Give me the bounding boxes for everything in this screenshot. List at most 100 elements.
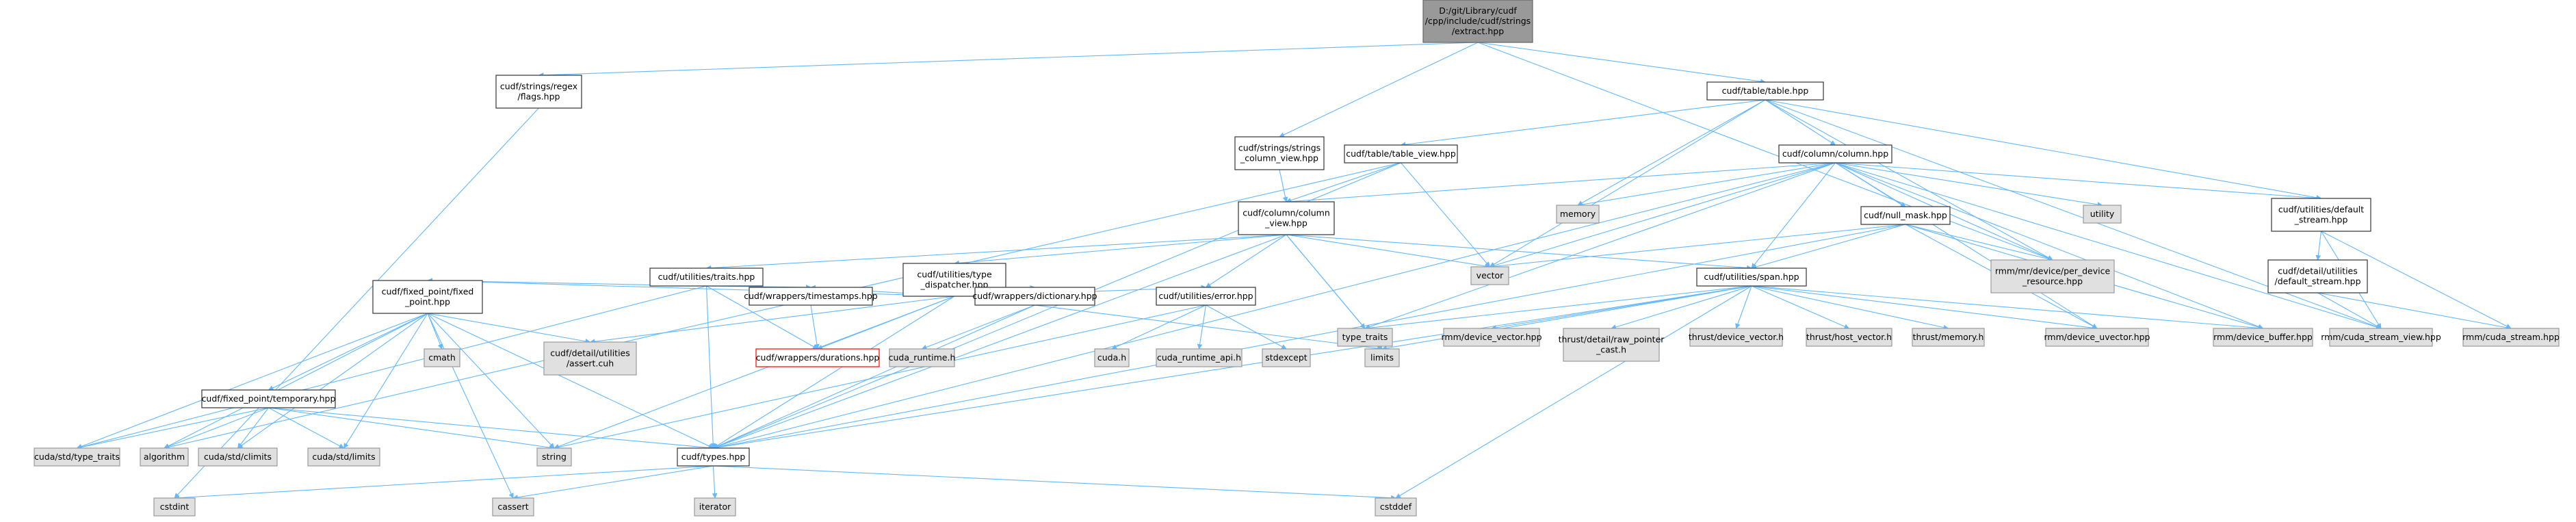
node-label: /extract.hpp	[1452, 26, 1504, 36]
node-strings-column-view[interactable]: cudf/strings/strings_column_view.hpp	[1234, 136, 1325, 170]
node-label: /flags.hpp	[518, 92, 560, 102]
node-cuda-std-climits: cuda/std/climits	[198, 447, 278, 467]
node-label: cassert	[497, 501, 528, 512]
edge-column-to-memory	[1577, 162, 1836, 207]
edge-types-to-cstddef	[713, 465, 1396, 501]
node-box	[1706, 81, 1824, 101]
node-span[interactable]: cudf/utilities/span.hpp	[1696, 267, 1807, 287]
edge-temporary-to-string	[268, 407, 555, 450]
edge-column-to-vector	[1489, 162, 1836, 268]
edge-temporary-to-cuda_std_type_traits	[76, 407, 269, 450]
node-box	[424, 348, 460, 367]
node-error[interactable]: cudf/utilities/error.hpp	[1156, 287, 1256, 306]
edge-type_dispatcher-to-string	[554, 296, 955, 449]
node-box	[1422, 0, 1533, 43]
node-column[interactable]: cudf/column/column.hpp	[1778, 144, 1892, 164]
edge-column_view-to-traits	[705, 234, 1287, 271]
node-box	[34, 447, 120, 467]
node-box	[1443, 328, 1540, 347]
node-label: /cpp/include/cudf/strings	[1425, 16, 1531, 26]
node-label: cudf/utilities/span.hpp	[1704, 272, 1799, 282]
edge-column_view-to-vector	[1286, 234, 1491, 269]
edge-type_dispatcher-to-assert_cuh	[589, 296, 955, 344]
node-cuda-stream: rmm/cuda_stream.hpp	[2462, 328, 2560, 347]
node-label: rmm/device_buffer.hpp	[2213, 332, 2313, 342]
node-box	[1344, 144, 1458, 164]
edge-table-to-vector	[1489, 99, 1766, 267]
node-regex-flags[interactable]: cudf/strings/regex/flags.hpp	[495, 75, 582, 109]
node-cuda-stream-view: rmm/cuda_stream_view.hpp	[2321, 328, 2441, 347]
node-label: vector	[1476, 270, 1505, 280]
node-label: _stream.hpp	[2294, 215, 2348, 225]
node-label: limits	[1370, 352, 1394, 363]
node-fixed-point[interactable]: cudf/fixed_point/fixed_point.hpp	[372, 280, 483, 314]
node-cstddef: cstddef	[1375, 497, 1417, 517]
node-label: rmm/cuda_stream_view.hpp	[2321, 332, 2441, 342]
node-temporary[interactable]: cudf/fixed_point/temporary.hpp	[201, 389, 336, 408]
node-timestamps[interactable]: cudf/wrappers/timestamps.hpp	[744, 287, 878, 306]
node-vector: vector	[1470, 266, 1509, 285]
edge-table_view-to-vector	[1401, 162, 1491, 267]
node-box	[140, 447, 189, 467]
node-label: iterator	[699, 501, 731, 512]
node-table[interactable]: cudf/table/table.hpp	[1706, 81, 1824, 101]
node-dictionary[interactable]: cudf/wrappers/dictionary.hpp	[972, 287, 1097, 306]
node-null-mask[interactable]: cudf/null_mask.hpp	[1860, 206, 1951, 225]
edge-default_stream-to-detail_default_stream	[2315, 231, 2322, 261]
node-label: cstddef	[1380, 501, 1412, 512]
node-box	[1156, 287, 1256, 306]
node-box	[1262, 348, 1311, 367]
edge-fixed_point-to-cassert	[427, 313, 514, 499]
node-label: rmm/mr/device/per_device	[1995, 266, 2111, 276]
edge-column-to-device_uvector	[1835, 162, 2098, 329]
node-box	[974, 287, 1095, 306]
node-default-stream[interactable]: cudf/utilities/default_stream.hpp	[2271, 198, 2371, 232]
node-box	[1696, 267, 1807, 287]
node-utility: utility	[2083, 205, 2122, 224]
edge-dictionary-to-limits	[1035, 304, 1383, 351]
node-column-view[interactable]: cudf/column/column_view.hpp	[1238, 201, 1335, 235]
edge-table-to-default_stream	[1765, 99, 2322, 200]
node-traits[interactable]: cudf/utilities/traits.hpp	[649, 267, 764, 287]
node-detail-default-stream[interactable]: cudf/detail/utilities/default_stream.hpp	[2267, 259, 2368, 293]
node-label: cmath	[428, 352, 456, 363]
edge-fixed_point-to-cuda_std_limits	[343, 313, 428, 449]
edge-regex_flags-to-cstdint	[174, 107, 539, 499]
node-label: cudf/strings/regex	[500, 81, 577, 92]
edge-table_view-to-column_view	[1286, 162, 1401, 203]
edge-dictionary-to-cuda_runtime	[921, 304, 1035, 350]
node-box	[2462, 328, 2560, 347]
edge-types-to-cassert	[512, 465, 714, 500]
node-raw-pointer-cast: thrust/detail/raw_pointer_cast.h	[1559, 328, 1665, 362]
node-label: _cast.h	[1596, 345, 1626, 355]
node-label: cudf/strings/strings	[1238, 143, 1320, 153]
node-algorithm: algorithm	[140, 447, 189, 467]
node-root[interactable]: D:/git/Library/cudf/cpp/include/cudf/str…	[1422, 0, 1533, 43]
node-box	[1156, 348, 1243, 367]
node-types[interactable]: cudf/types.hpp	[677, 447, 750, 467]
node-label: cudf/detail/utilities	[2278, 266, 2358, 276]
node-label: thrust/host_vector.h	[1806, 332, 1892, 342]
edge-temporary-to-types	[268, 407, 714, 451]
node-assert-cuh: cudf/detail/utilities/assert.cuh	[543, 341, 637, 376]
edge-root-to-table	[1477, 42, 1766, 84]
edge-fixed_point-to-types	[427, 313, 714, 449]
node-label: cudf/utilities/type	[917, 270, 992, 280]
node-box	[2329, 328, 2433, 347]
node-durations[interactable]: cudf/wrappers/durations.hpp	[755, 348, 880, 367]
edge-traits-to-cuda_std_type_traits	[76, 285, 707, 449]
edge-table-to-column	[1765, 99, 1836, 146]
node-type-dispatcher[interactable]: cudf/utilities/type_dispatcher.hpp	[902, 263, 1006, 297]
edge-column-to-span	[1751, 162, 1836, 269]
edge-table-to-per_device_resource	[1765, 99, 2053, 261]
node-cuda-runtime: cuda_runtime.h	[889, 348, 955, 367]
node-label: cudf/utilities/traits.hpp	[658, 272, 755, 282]
node-box	[1238, 201, 1335, 235]
node-table-view[interactable]: cudf/table/table_view.hpp	[1344, 144, 1458, 164]
edge-traits-to-types	[705, 285, 716, 449]
edge-span-to-device_buffer	[1751, 285, 2264, 331]
node-cmath: cmath	[424, 348, 460, 367]
node-label: cudf/wrappers/durations.hpp	[756, 352, 880, 363]
edge-null_mask-to-vector	[1489, 224, 1906, 270]
node-box	[1094, 348, 1130, 367]
